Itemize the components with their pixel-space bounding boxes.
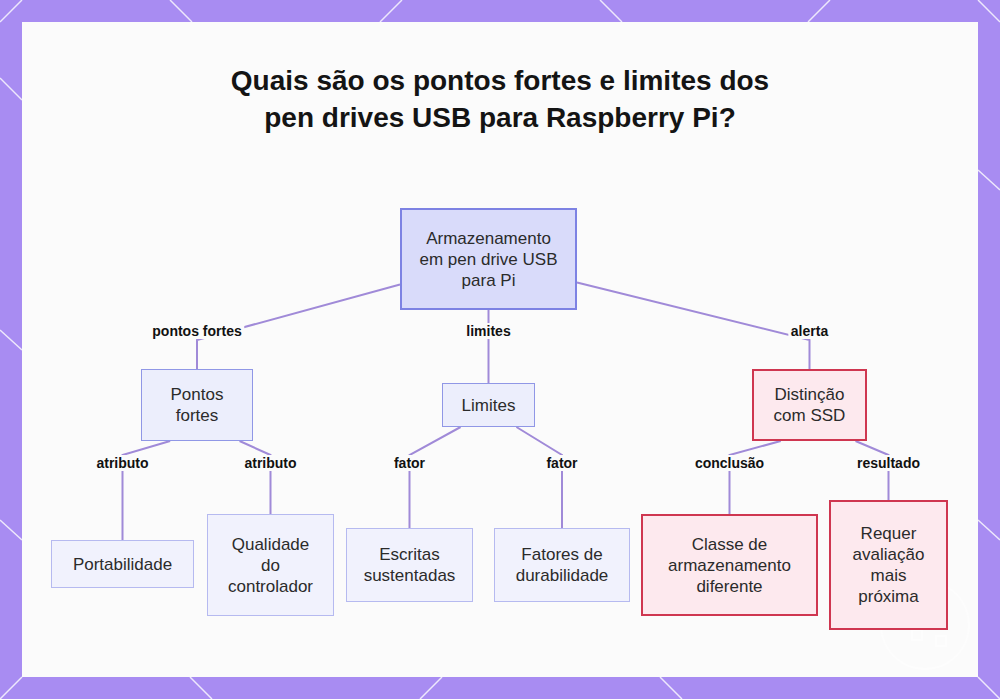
root-box: Armazenamento em pen drive USB para Pi [400,208,577,310]
node-text: Fatores de durabilidade [509,544,615,586]
connector-line [410,427,461,528]
connector-line [240,441,271,514]
topic-box: Escritas sustentadas [346,528,473,602]
edge-label: limites [463,323,513,339]
topic-box: Limites [442,383,535,427]
node-text: Pontos fortes [150,384,244,426]
node-text: Armazenamento em pen drive USB para Pi [418,228,559,291]
edge-label: conclusão [692,455,767,471]
topic-box: Portabilidade [51,540,194,588]
connector-line [516,427,562,528]
diagram-title: Quais são os pontos fortes e limites dos… [210,62,790,136]
node-text: Requer avaliação mais próxima [849,523,928,607]
edge-label: atributo [93,455,151,471]
topic-box: Pontos fortes [141,369,253,441]
edge-label: fator [543,455,580,471]
node-text: Classe de armazenamento diferente [663,534,796,597]
node-text: Portabilidade [73,554,172,575]
topic-box: Classe de armazenamento diferente [641,514,818,616]
topic-box: Distinção com SSD [752,369,867,441]
topic-box: Fatores de durabilidade [494,528,630,602]
topic-box: Requer avaliação mais próxima [829,500,948,630]
edge-label: atributo [241,455,299,471]
node-text: Qualidade do controlador [222,534,319,597]
edge-label: pontos fortes [149,323,244,339]
edge-label: alerta [788,323,831,339]
connector-line [488,310,490,383]
topic-box: Qualidade do controlador [207,514,334,616]
node-text: Limites [462,395,516,416]
connector-line [730,441,781,514]
connector-line [577,282,810,369]
node-text: Distinção com SSD [762,384,857,426]
edge-label: fator [391,455,428,471]
node-text: Escritas sustentadas [361,544,458,586]
edge-label: resultado [854,455,923,471]
